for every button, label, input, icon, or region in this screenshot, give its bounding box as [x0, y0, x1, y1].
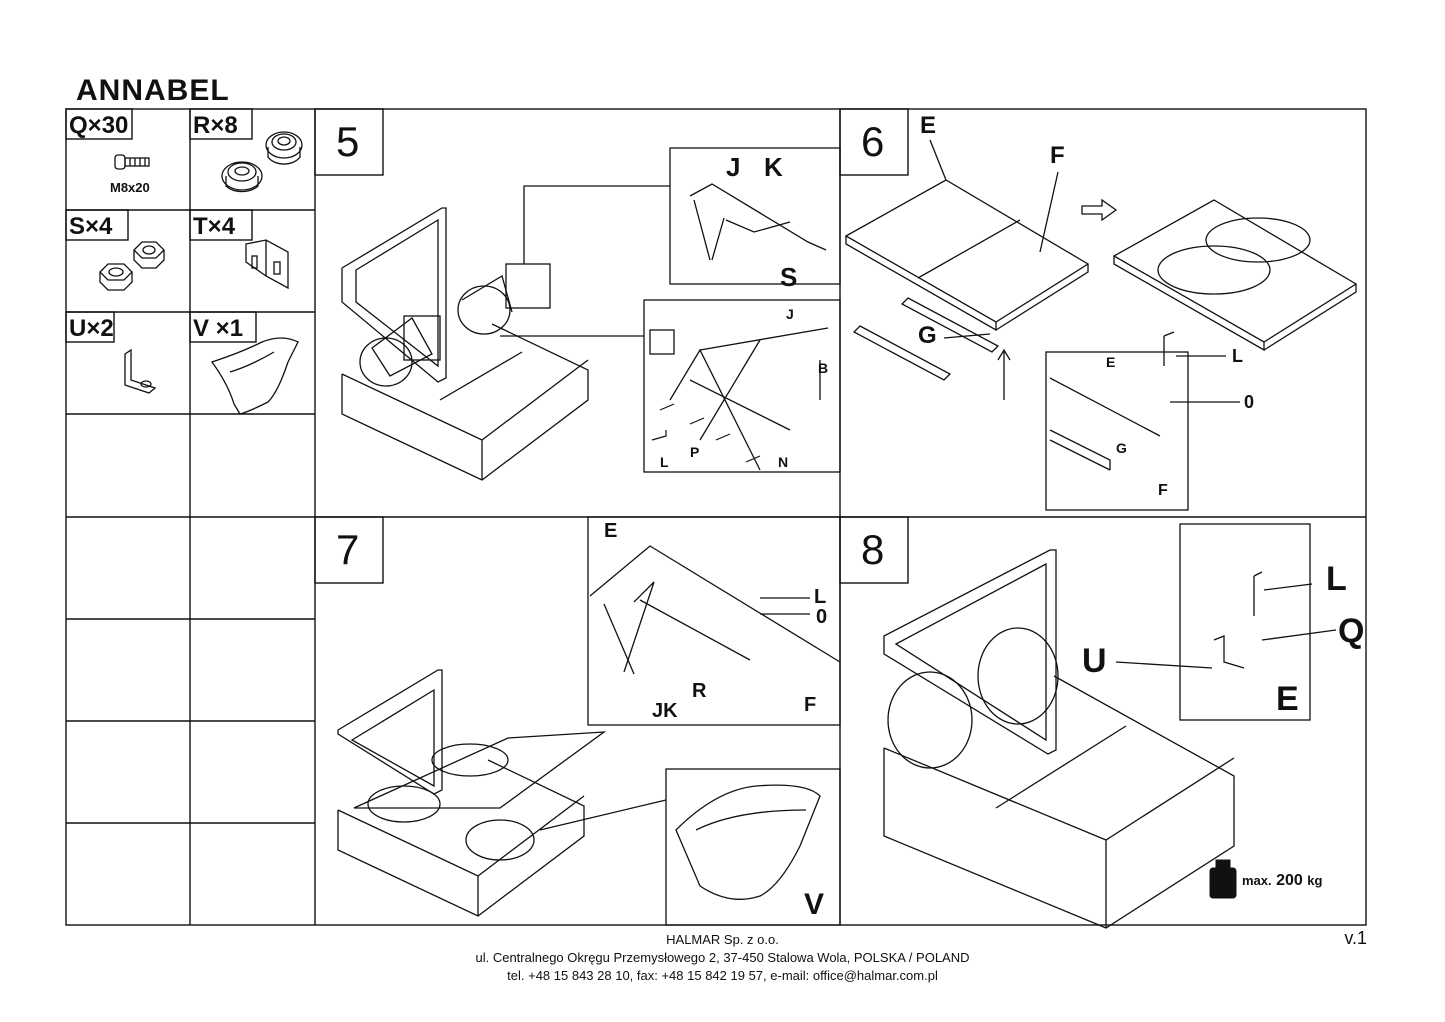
weight-icon [1209, 859, 1237, 899]
part-q-qty: 30 [101, 112, 129, 139]
part-t-qty: 4 [221, 213, 236, 240]
max-load-label: max. 200 kg [1242, 872, 1322, 890]
step7-label-jk: JK [652, 700, 678, 722]
step6-label-f: F [1050, 142, 1065, 169]
max-text: max. [1242, 873, 1272, 888]
step5-label-n: N [778, 454, 789, 470]
part-v-qty: 1 [229, 315, 244, 342]
step-6-number: 6 [861, 118, 885, 165]
bolt-q-icon [114, 154, 150, 170]
footer-contact: tel. +48 15 843 28 10, fax: +48 15 842 1… [507, 968, 938, 983]
part-u-label: U×2 [69, 315, 114, 342]
step5-label-b: B [818, 360, 829, 376]
part-u-id: U [69, 315, 87, 342]
step7-label-v: V [804, 888, 825, 921]
step7-label-o: 0 [816, 606, 828, 628]
step6-label-g: G [918, 322, 937, 349]
step6-label-e: E [920, 112, 937, 139]
part-r-qty: 8 [224, 112, 238, 139]
fabric-v-icon [210, 337, 299, 415]
part-r-id: R [193, 112, 211, 139]
part-v-label: V ×1 [193, 315, 244, 342]
step5-label-j2: J [786, 306, 794, 322]
flange-nut-r-icon [221, 131, 303, 193]
max-weight: 200 [1276, 872, 1303, 889]
step6-label-f2: F [1158, 482, 1168, 499]
part-s-id: S [69, 213, 86, 240]
nut-s-icon [99, 241, 165, 291]
step-5-bolts [651, 403, 761, 463]
part-q-id: Q [69, 112, 88, 139]
step6-label-e2: E [1106, 354, 1116, 370]
part-r-label: R×8 [193, 112, 238, 139]
step5-label-j: J [726, 152, 741, 182]
step-6-illustration [844, 139, 1358, 511]
step8-label-u: U [1082, 642, 1107, 680]
part-t-label: T×4 [193, 213, 236, 240]
step-5-number: 5 [336, 118, 360, 165]
step5-label-k: K [764, 152, 783, 182]
step5-label-p: P [690, 444, 700, 460]
step-7-illustration [337, 516, 841, 926]
document-title: ANNABEL [76, 74, 230, 107]
step8-label-e: E [1276, 680, 1299, 718]
step-8-illustration [883, 523, 1337, 929]
part-t-id: T [193, 213, 208, 240]
max-unit: kg [1307, 873, 1323, 888]
step6-label-l: L [1232, 346, 1243, 366]
angle-bracket-u-icon [124, 348, 157, 394]
step8-label-q: Q [1338, 612, 1365, 650]
footer-address: ul. Centralnego Okręgu Przemysłowego 2, … [475, 950, 970, 965]
bracket-t-icon [245, 239, 289, 290]
step-5-illustration [341, 147, 841, 481]
step6-label-g2: G [1116, 440, 1127, 456]
version-label: v.1 [1344, 928, 1367, 948]
footer-company: HALMAR Sp. z o.o. [666, 932, 779, 947]
part-q-note: M8x20 [110, 180, 150, 195]
step8-label-l: L [1326, 560, 1347, 598]
step-7-number: 7 [336, 526, 360, 573]
part-s-qty: 4 [99, 213, 113, 240]
step6-label-o: 0 [1244, 392, 1255, 412]
step-8-number: 8 [861, 526, 885, 573]
step7-label-r: R [692, 680, 707, 702]
step5-label-s: S [780, 262, 798, 292]
step7-label-e: E [604, 520, 618, 542]
step7-label-f: F [804, 694, 817, 716]
step5-label-l: L [660, 454, 669, 470]
part-s-label: S×4 [69, 213, 113, 240]
step7-label-l: L [814, 586, 827, 608]
part-u-qty: 2 [100, 315, 114, 342]
part-v-id: V [193, 315, 210, 342]
part-q-label: Q×30 [69, 112, 129, 139]
